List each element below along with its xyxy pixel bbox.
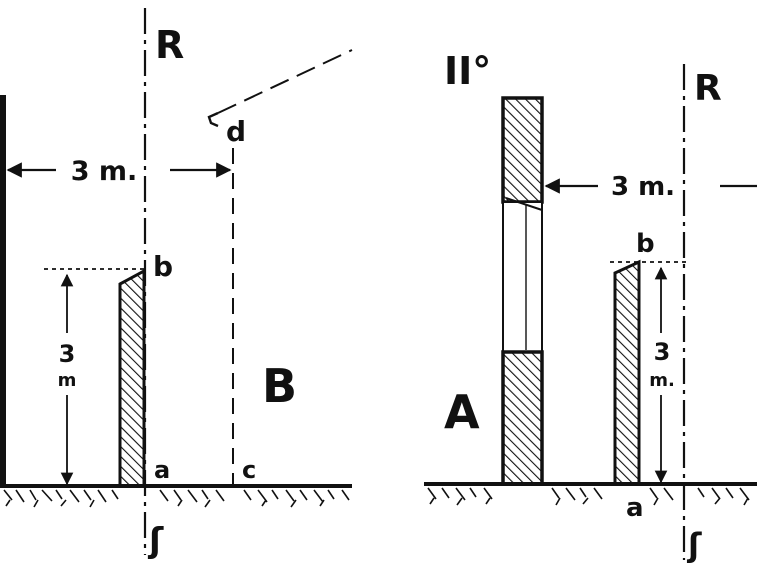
point-label-c: c xyxy=(242,456,256,484)
axis-label-bottom-right: ʃ xyxy=(686,526,702,564)
vertical-distance-value-left: 3 xyxy=(59,340,76,368)
vertical-distance-value-right: 3 xyxy=(654,338,671,366)
window-opening xyxy=(502,201,543,353)
wall-lower xyxy=(501,350,544,486)
region-label-b: B xyxy=(262,359,297,413)
roof-tip-mark xyxy=(207,111,219,128)
ground-right xyxy=(424,482,757,506)
panel-number: II° xyxy=(444,49,491,93)
point-label-a-right: a xyxy=(626,493,644,523)
hatched-wall-ab-right xyxy=(613,259,641,486)
roof-line xyxy=(217,49,353,114)
ground-left xyxy=(0,484,352,508)
hatched-wall-ab xyxy=(118,268,146,488)
region-label-a: A xyxy=(444,385,480,439)
panel-right: II° 3 m. 3 m. R ʃ b xyxy=(424,49,757,564)
ground-hatching-right xyxy=(427,487,750,506)
point-label-d: d xyxy=(226,115,246,148)
wall-upper xyxy=(501,96,544,204)
point-label-b-right: b xyxy=(636,229,655,259)
point-label-a-left: a xyxy=(154,456,170,484)
vertical-distance-unit-left: m xyxy=(58,370,77,391)
axis-label-bottom-left: ʃ xyxy=(147,521,164,561)
point-label-b-left: b xyxy=(153,250,173,283)
ground-hatching-left xyxy=(3,489,350,508)
panel-left: 3 m 3 m. R ʃ d b a c B xyxy=(0,8,353,561)
horizontal-distance-right: 3 m. xyxy=(611,172,675,202)
axis-label-top-right: R xyxy=(694,68,722,109)
left-wall-edge xyxy=(0,95,6,487)
wall-with-window xyxy=(501,96,544,486)
horizontal-distance-left: 3 m. xyxy=(71,156,138,187)
vertical-distance-unit-right: m. xyxy=(649,370,675,391)
axis-label-top-left: R xyxy=(155,23,184,67)
